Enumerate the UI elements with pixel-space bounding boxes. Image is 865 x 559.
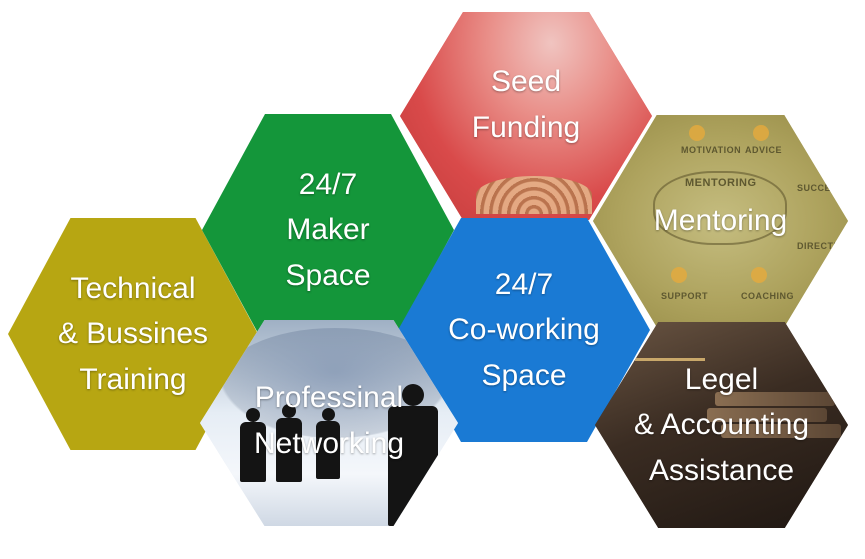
thumbs-up-icon [689,125,705,141]
label-line: 24/7 [494,267,554,301]
label-line: Funding [471,111,581,144]
label-line: Co-working [448,313,600,347]
scales-of-justice-icon [635,358,705,431]
book-image [715,392,835,406]
hex-seed-funding: Seed Funding [400,12,652,220]
chat-icon [753,125,769,141]
mentoring-bg-word: SUPPORT [661,291,709,301]
hex-mentoring-label: Mentoring [654,198,787,244]
label-line: Professinal [254,381,404,415]
label-line: 24/7 [298,167,358,201]
hex-maker-space-label: 24/7 Maker Space [285,162,370,299]
mentoring-bg-word: MOTIVATION [681,145,742,155]
label-line: Training [79,362,187,396]
hex-seed-funding-label: Seed Funding [472,59,580,150]
hex-legal-accounting: Legel & Accounting Assistance [595,322,848,528]
label-line: Seed [490,65,562,99]
handshake-icon [671,267,687,283]
mentoring-bg-word: ADVICE [745,145,783,155]
label-line: Assistance [648,453,795,487]
hex-professional-networking-label: Professinal Networking [254,375,404,466]
label-line: Space [481,358,567,392]
person-silhouette [276,418,302,482]
hex-coworking-space-label: 24/7 Co-working Space [448,262,600,399]
mentoring-bg-word: SUCCESS [797,183,845,193]
hex-professional-networking: Professinal Networking [200,320,458,526]
person-silhouette [316,421,340,479]
hex-technical-training-label: Technical & Bussines Training [58,266,208,403]
person-silhouette [282,404,296,418]
label-line: Legel [684,362,759,396]
person-silhouette [246,408,260,422]
mentoring-bg-word: MENTORING [685,177,757,189]
person-silhouette [322,408,335,421]
coins-image [475,176,592,214]
person-silhouette [402,384,424,406]
mentoring-bg-word: COACHING [741,291,794,301]
hex-legal-accounting-label: Legel & Accounting Assistance [634,357,809,494]
label-line: & Accounting [633,408,810,442]
book-image [721,424,841,438]
label-line: Space [285,258,371,292]
label-line: Networking [253,427,405,460]
mentoring-bg-word: DIRECTION [797,241,848,251]
label-line: Maker [286,213,370,247]
coach-icon [751,267,767,283]
label-line: Technical [70,271,196,305]
label-line: Mentoring [653,204,788,238]
book-image [707,408,827,422]
mentoring-cloud-drawing [653,171,787,245]
person-silhouette [240,422,266,482]
label-line: & Bussines [57,317,209,351]
